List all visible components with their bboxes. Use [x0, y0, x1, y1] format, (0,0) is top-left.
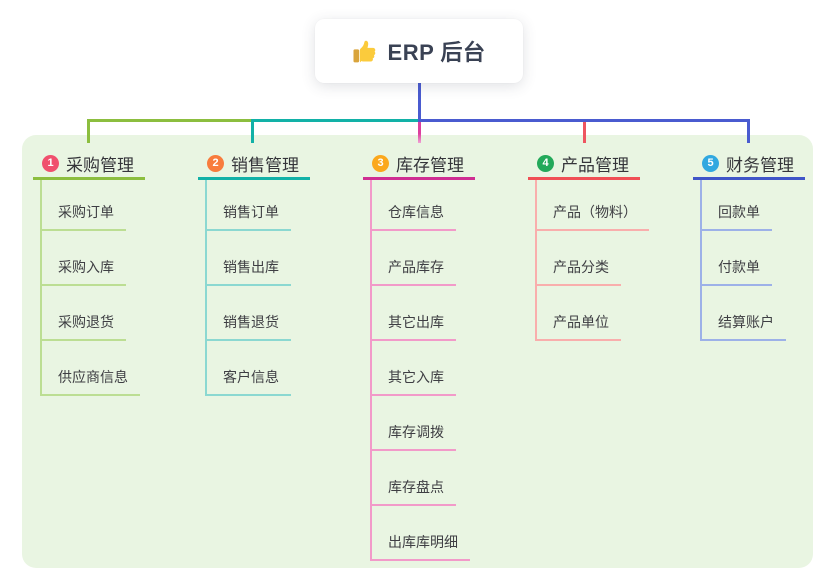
branch-spine-line — [700, 180, 702, 341]
branch-number-badge: 1 — [42, 155, 59, 172]
leaf-node[interactable]: 销售出库 — [205, 258, 291, 286]
leaf-node[interactable]: 客户信息 — [205, 368, 291, 396]
leaf-node[interactable]: 其它入库 — [370, 368, 456, 396]
branch-number-badge: 5 — [702, 155, 719, 172]
leaf-node[interactable]: 出库库明细 — [370, 533, 470, 561]
branch-header-2[interactable]: 2 销售管理 — [198, 150, 310, 180]
branch-spine-line — [205, 180, 207, 396]
branch-number-badge: 4 — [537, 155, 554, 172]
branch-header-4[interactable]: 4 产品管理 — [528, 150, 640, 180]
branch-drop-line — [86, 119, 90, 143]
leaf-node[interactable]: 采购订单 — [40, 203, 126, 231]
branch-header-1[interactable]: 1 采购管理 — [33, 150, 145, 180]
leaf-node[interactable]: 其它出库 — [370, 313, 456, 341]
branch-header-3[interactable]: 3 库存管理 — [363, 150, 475, 180]
branches-panel — [22, 135, 813, 568]
root-label: ERP 后台 — [387, 40, 486, 65]
branch-number-badge: 2 — [207, 155, 224, 172]
thumbs-up-icon — [353, 39, 378, 64]
branch-label: 财务管理 — [726, 156, 794, 175]
leaf-node[interactable]: 产品单位 — [535, 313, 621, 341]
branch-drop-line — [746, 119, 750, 143]
branch-number-badge: 3 — [372, 155, 389, 172]
leaf-node[interactable]: 结算账户 — [700, 313, 786, 341]
branch-spine-line — [535, 180, 537, 341]
branch-drop-line — [582, 122, 586, 143]
leaf-node[interactable]: 库存盘点 — [370, 478, 456, 506]
leaf-node[interactable]: 产品（物料） — [535, 203, 649, 231]
leaf-node[interactable]: 产品库存 — [370, 258, 456, 286]
branch-header-5[interactable]: 5 财务管理 — [693, 150, 805, 180]
leaf-node[interactable]: 回款单 — [700, 203, 772, 231]
root-stem-line — [417, 83, 421, 119]
root-node[interactable]: ERP 后台 — [315, 19, 523, 83]
connector-segment-teal — [252, 119, 419, 122]
leaf-node[interactable]: 库存调拨 — [370, 423, 456, 451]
leaf-node[interactable]: 仓库信息 — [370, 203, 456, 231]
leaf-node[interactable]: 销售退货 — [205, 313, 291, 341]
branch-drop-line — [417, 122, 421, 143]
leaf-node[interactable]: 采购入库 — [40, 258, 126, 286]
branch-label: 采购管理 — [66, 156, 134, 175]
leaf-node[interactable]: 供应商信息 — [40, 368, 140, 396]
leaf-node[interactable]: 付款单 — [700, 258, 772, 286]
leaf-node[interactable]: 销售订单 — [205, 203, 291, 231]
branch-label: 产品管理 — [561, 156, 629, 175]
leaf-node[interactable]: 产品分类 — [535, 258, 621, 286]
connector-segment-indigo — [417, 119, 750, 122]
connector-segment-green — [86, 119, 254, 122]
branch-spine-line — [40, 180, 42, 396]
branch-label: 销售管理 — [231, 156, 299, 175]
branch-spine-line — [370, 180, 372, 561]
branch-drop-line — [250, 119, 254, 143]
branch-label: 库存管理 — [396, 156, 464, 175]
leaf-node[interactable]: 采购退货 — [40, 313, 126, 341]
